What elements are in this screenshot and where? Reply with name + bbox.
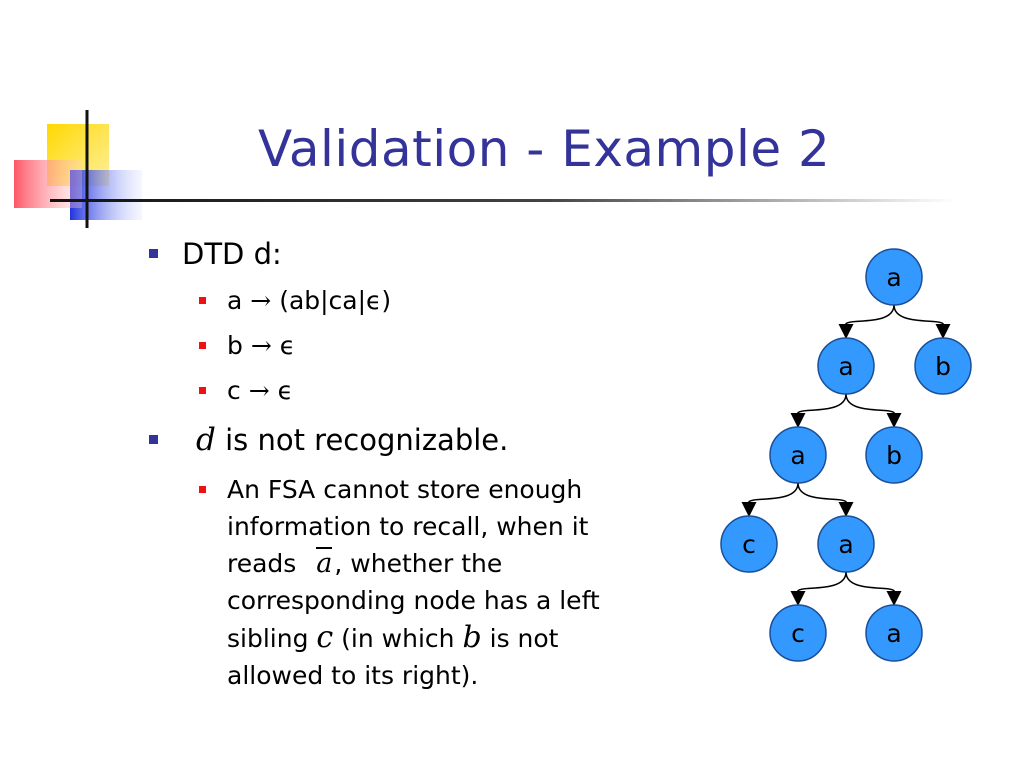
tree-edge <box>790 571 847 606</box>
rule-rhs: (ab|ca|ϵ) <box>279 286 392 315</box>
rule-a: a → (ab|ca|ϵ) <box>199 282 392 319</box>
tree-nodes: a a b a b c a c a <box>720 248 972 662</box>
tree-node: a <box>769 426 827 484</box>
explanation-line-2: information to recall, when it <box>227 512 589 541</box>
explanation-line-5: sibling c (in which b is not <box>227 619 697 657</box>
tree-node-circle <box>720 515 778 573</box>
explanation-text: (in which <box>341 624 455 653</box>
c-symbol: c <box>316 620 334 655</box>
tree-node-label: b <box>886 441 902 470</box>
tree-node-circle <box>817 515 875 573</box>
explanation-line-1: An FSA cannot store enough <box>227 475 583 504</box>
tree-edge <box>790 393 847 428</box>
bullet-marker <box>149 435 158 444</box>
rule-lhs: b <box>227 331 243 360</box>
slide-logo-decoration <box>14 110 142 228</box>
bullet-list: DTD d: a → (ab|ca|ϵ) b → ϵ c → ϵ d is no… <box>149 237 697 694</box>
tree-edge <box>741 482 799 517</box>
rule-b: b → ϵ <box>199 327 296 364</box>
explanation: An FSA cannot store enough information t… <box>199 471 697 694</box>
dtd-label: DTD d: <box>182 237 282 271</box>
tree-node: a <box>865 604 923 662</box>
tree-node-circle <box>914 337 972 395</box>
tree-diagram: a a b a b c a c a <box>720 248 972 662</box>
tree-node-circle <box>769 604 827 662</box>
tree-node-label: b <box>935 352 951 381</box>
arrow-icon: → <box>250 331 272 360</box>
explanation-text: , whether the <box>334 549 503 578</box>
rule-rhs: ϵ <box>279 331 296 360</box>
tree-node: a <box>817 515 875 573</box>
explanation-text: sibling <box>227 624 309 653</box>
tree-node: b <box>914 337 972 395</box>
tree-node-circle <box>865 248 923 306</box>
tree-node-label: c <box>742 530 756 559</box>
rule-c: c → ϵ <box>199 372 293 409</box>
tree-node-label: a <box>886 619 901 648</box>
tree-node-label: a <box>886 263 901 292</box>
tree-node-circle <box>865 426 923 484</box>
tree-edge <box>893 304 951 339</box>
sub-bullet-marker <box>199 486 206 493</box>
tree-node-label: a <box>790 441 805 470</box>
tree-node: c <box>769 604 827 662</box>
bullet-dtd: DTD d: <box>149 237 282 271</box>
explanation-text: is not <box>489 624 559 653</box>
bullet-claim: d is not recognizable. <box>149 422 509 458</box>
claim-symbol: d <box>196 422 216 458</box>
tree-edges <box>741 304 951 606</box>
tree-node-label: a <box>838 530 853 559</box>
tree-edge <box>838 304 895 339</box>
rule-lhs: a <box>227 286 243 315</box>
arrow-icon: → <box>248 376 270 405</box>
tree-node: a <box>817 337 875 395</box>
tree-edge <box>845 393 902 428</box>
sub-bullet-marker <box>199 342 206 349</box>
rule-rhs: ϵ <box>277 376 293 405</box>
slide-title: Validation - Example 2 <box>258 120 831 178</box>
tree-node-label: a <box>838 352 853 381</box>
sub-bullet-marker <box>199 297 206 304</box>
tree-node: a <box>865 248 923 306</box>
explanation-line-3: reads a, whether the <box>227 545 697 582</box>
tree-node: c <box>720 515 778 573</box>
claim-text: is not recognizable. <box>225 423 509 457</box>
explanation-text: reads <box>227 549 297 578</box>
rule-lhs: c <box>227 376 241 405</box>
arrow-icon: → <box>250 286 272 315</box>
tree-node-label: c <box>791 619 805 648</box>
a-bar-symbol: a <box>314 545 334 582</box>
explanation-line-6: allowed to its right). <box>227 661 479 690</box>
sub-bullet-marker <box>199 387 206 394</box>
tree-node-circle <box>769 426 827 484</box>
tree-edge <box>797 482 854 517</box>
explanation-line-4: corresponding node has a left <box>227 586 600 615</box>
tree-node-circle <box>865 604 923 662</box>
title-underline <box>50 199 955 202</box>
tree-edge <box>845 571 902 606</box>
tree-node-circle <box>817 337 875 395</box>
tree-node: b <box>865 426 923 484</box>
b-symbol: b <box>462 620 482 655</box>
bullet-marker <box>149 249 158 258</box>
